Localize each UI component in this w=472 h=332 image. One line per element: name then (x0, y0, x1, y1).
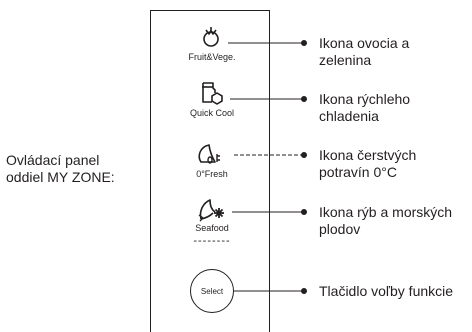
panel-title-label: Ovládací panel oddiel MY ZONE: (6, 152, 115, 185)
select-button[interactable]: Select (190, 269, 234, 313)
fruit-vegetable-icon (203, 27, 219, 47)
fruit-vegetable-description: Ikona ovocia a zelenina (319, 35, 410, 68)
select-button-label: Select (200, 286, 224, 296)
callout-dot-seafood (301, 209, 307, 215)
more-items-indicator: -------- (193, 235, 231, 247)
quick-cool-caption: Quick Cool (189, 108, 234, 118)
callout-dot-fruit (301, 40, 307, 46)
fresh-zero-description: Ikona čerstvých potravín 0°C (319, 147, 417, 180)
quick-cool-description: Ikona rýchleho chladenia (319, 91, 411, 124)
fruit-vegetable-caption: Fruit&Vege. (188, 52, 236, 62)
callout-dot-quickcool (301, 96, 307, 102)
seafood-caption: Seafood (195, 223, 229, 233)
select-button-description: Tlačidlo voľby funkcie (319, 283, 454, 299)
control-panel (150, 10, 270, 332)
quick-cool-icon (202, 82, 223, 105)
seafood-icon (198, 199, 224, 222)
callout-dot-select (301, 288, 307, 294)
callout-dot-fresh (301, 152, 307, 158)
fresh-zero-icon (198, 144, 220, 164)
seafood-description: Ikona rýb a morských plodov (319, 204, 453, 237)
fresh-zero-caption: 0°Fresh (196, 169, 228, 179)
